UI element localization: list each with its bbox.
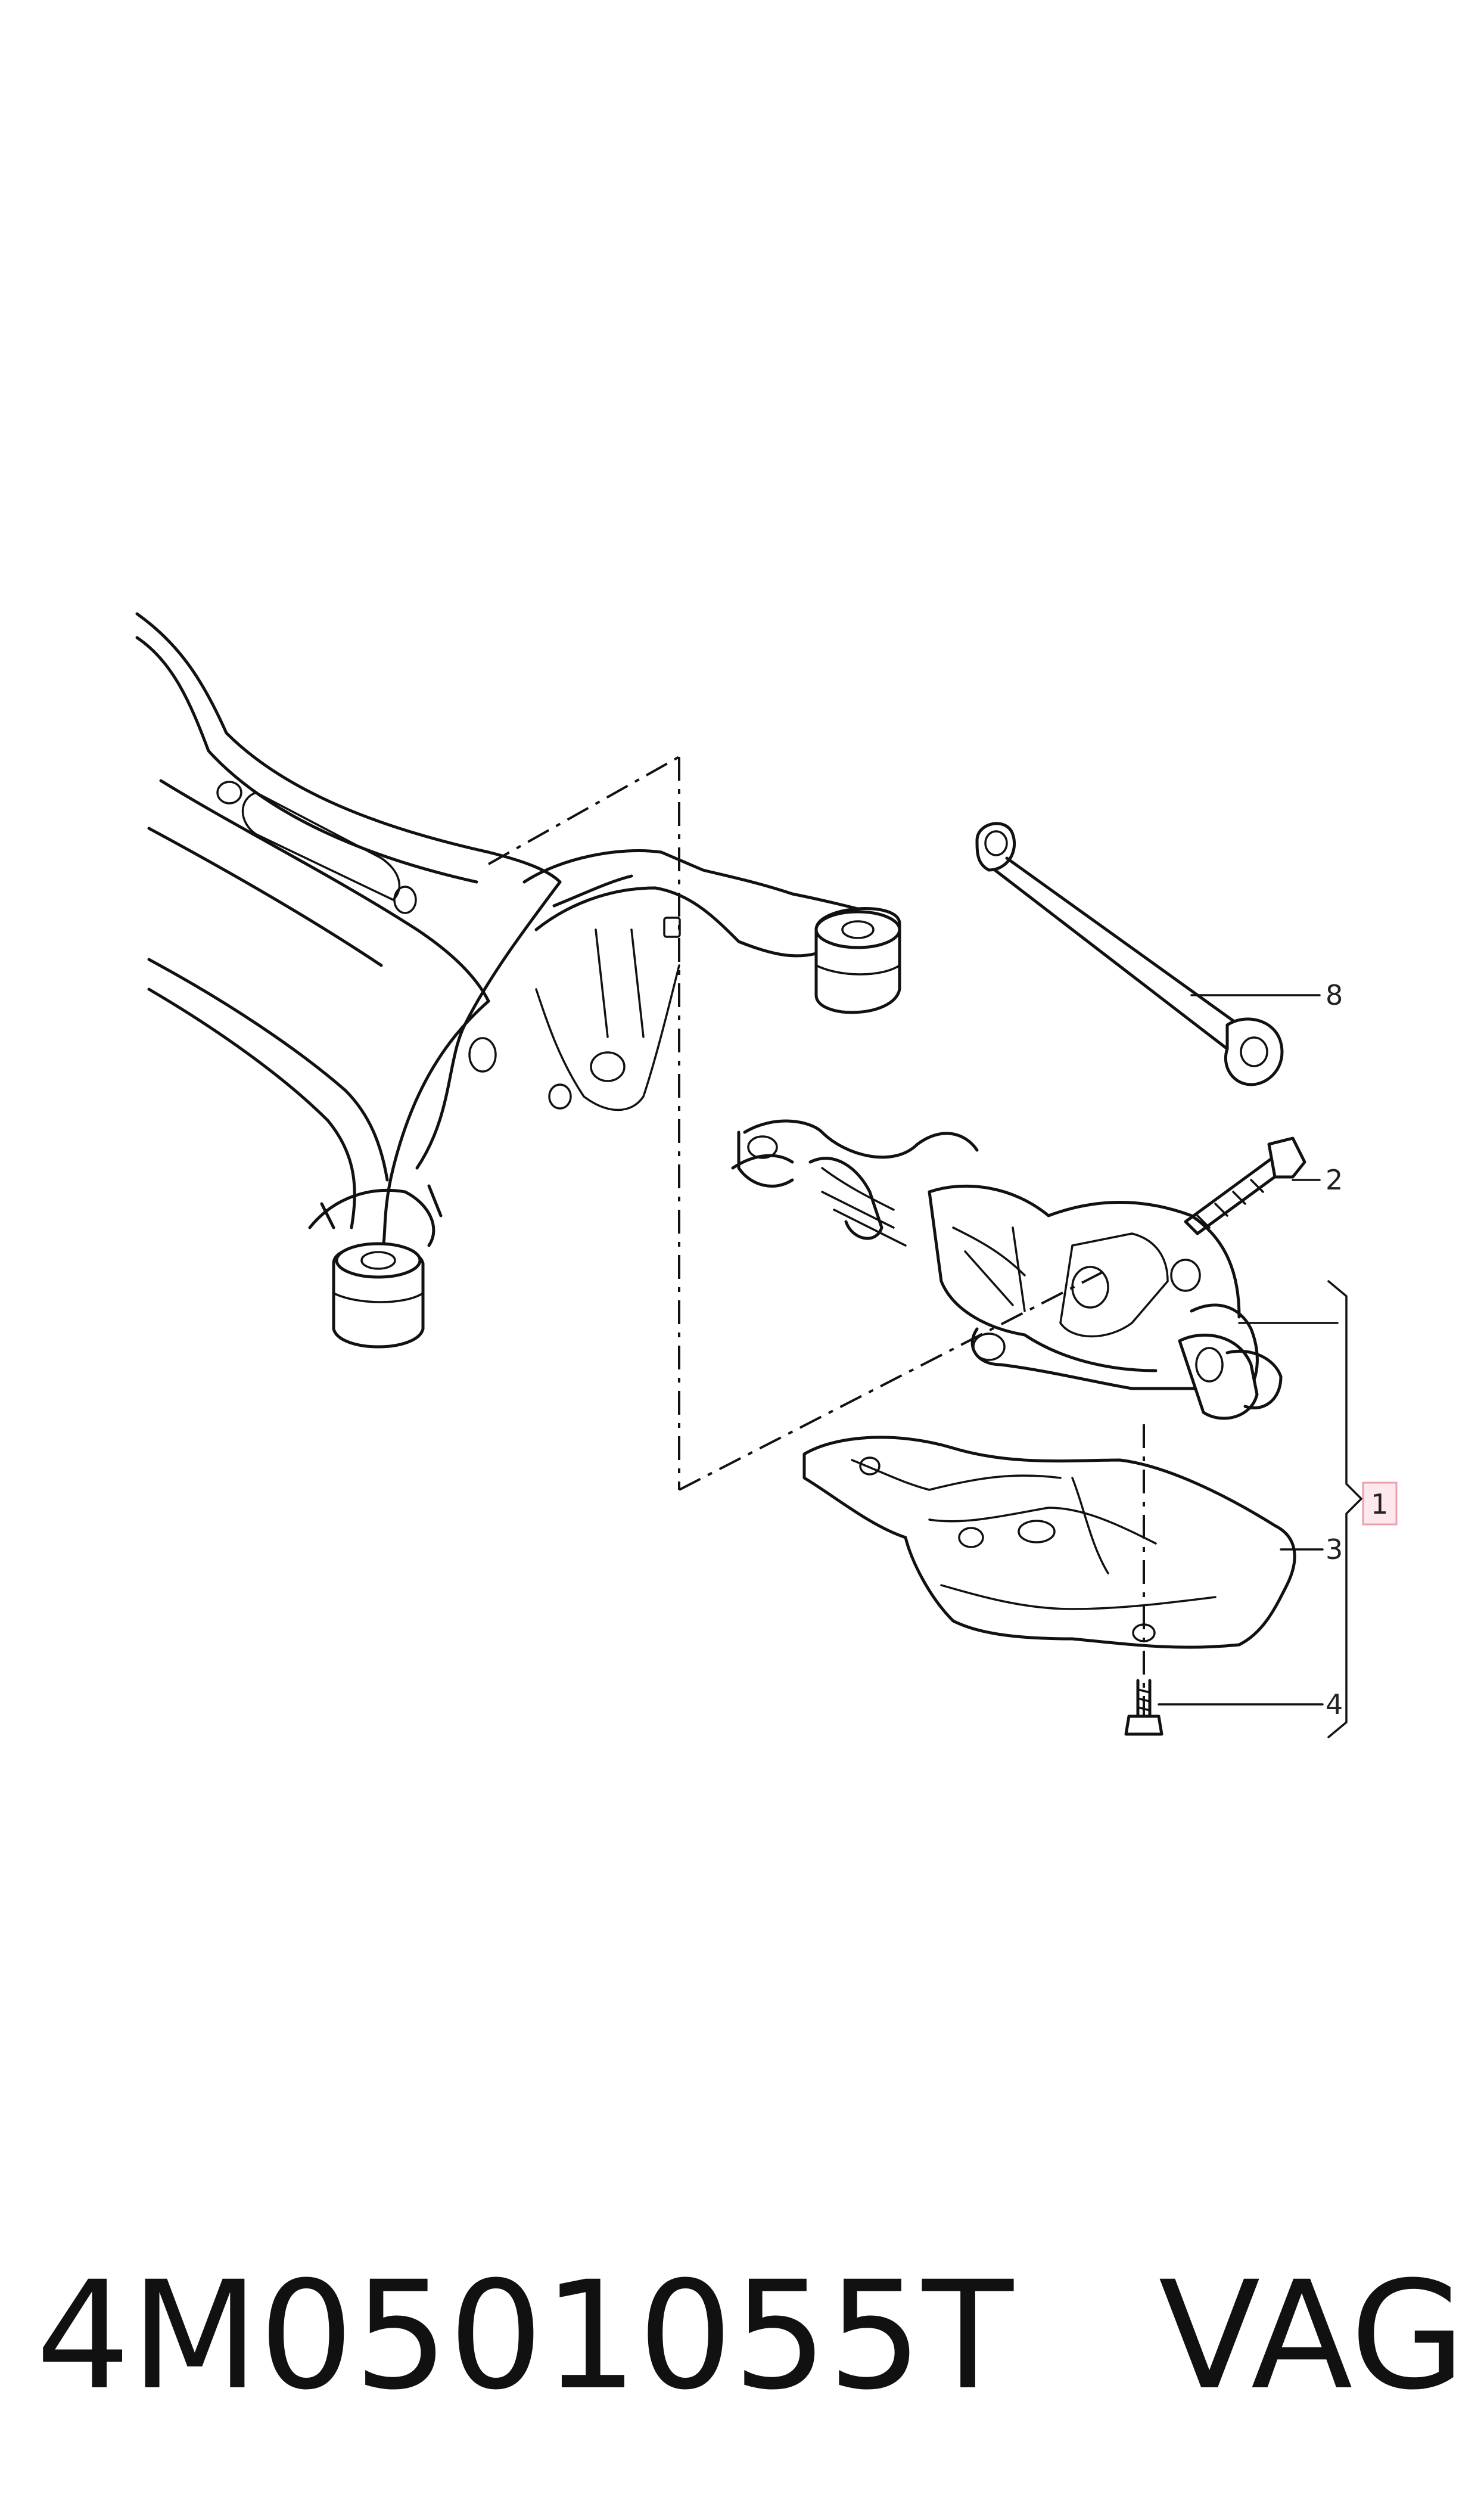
rear-subframe [135, 612, 633, 1349]
callout-1[interactable]: 1 [1362, 1481, 1398, 1526]
callout-label-4: 4 [1326, 1688, 1343, 1720]
guide-lines [488, 756, 1145, 1728]
maker-name: VAG [1158, 2249, 1466, 2422]
heat-shield [802, 1436, 1296, 1649]
shield-bolt [1124, 1679, 1163, 1736]
callout-label-1: 1 [1371, 1488, 1388, 1520]
subframe-bracket [522, 849, 901, 1111]
footer: 4M0501055T VAG [24, 2247, 1466, 2425]
trailing-link [975, 822, 1284, 1086]
mounting-bolt [1184, 1136, 1306, 1235]
callout-label-8: 8 [1326, 979, 1343, 1011]
callout-highlight-box [1362, 1481, 1398, 1526]
callout-label-3: 3 [1326, 1533, 1343, 1566]
callout-8[interactable]: 8 [1326, 979, 1343, 1011]
rear-final-drive [731, 1119, 1283, 1420]
callout-3[interactable]: 3 [1326, 1533, 1343, 1566]
callout-4[interactable]: 4 [1326, 1688, 1343, 1720]
part-number: 4M0501055T [36, 2249, 1013, 2422]
leader-lines [1158, 994, 1362, 1738]
callout-2[interactable]: 2 [1326, 1164, 1343, 1196]
callout-label-2: 2 [1326, 1164, 1343, 1196]
